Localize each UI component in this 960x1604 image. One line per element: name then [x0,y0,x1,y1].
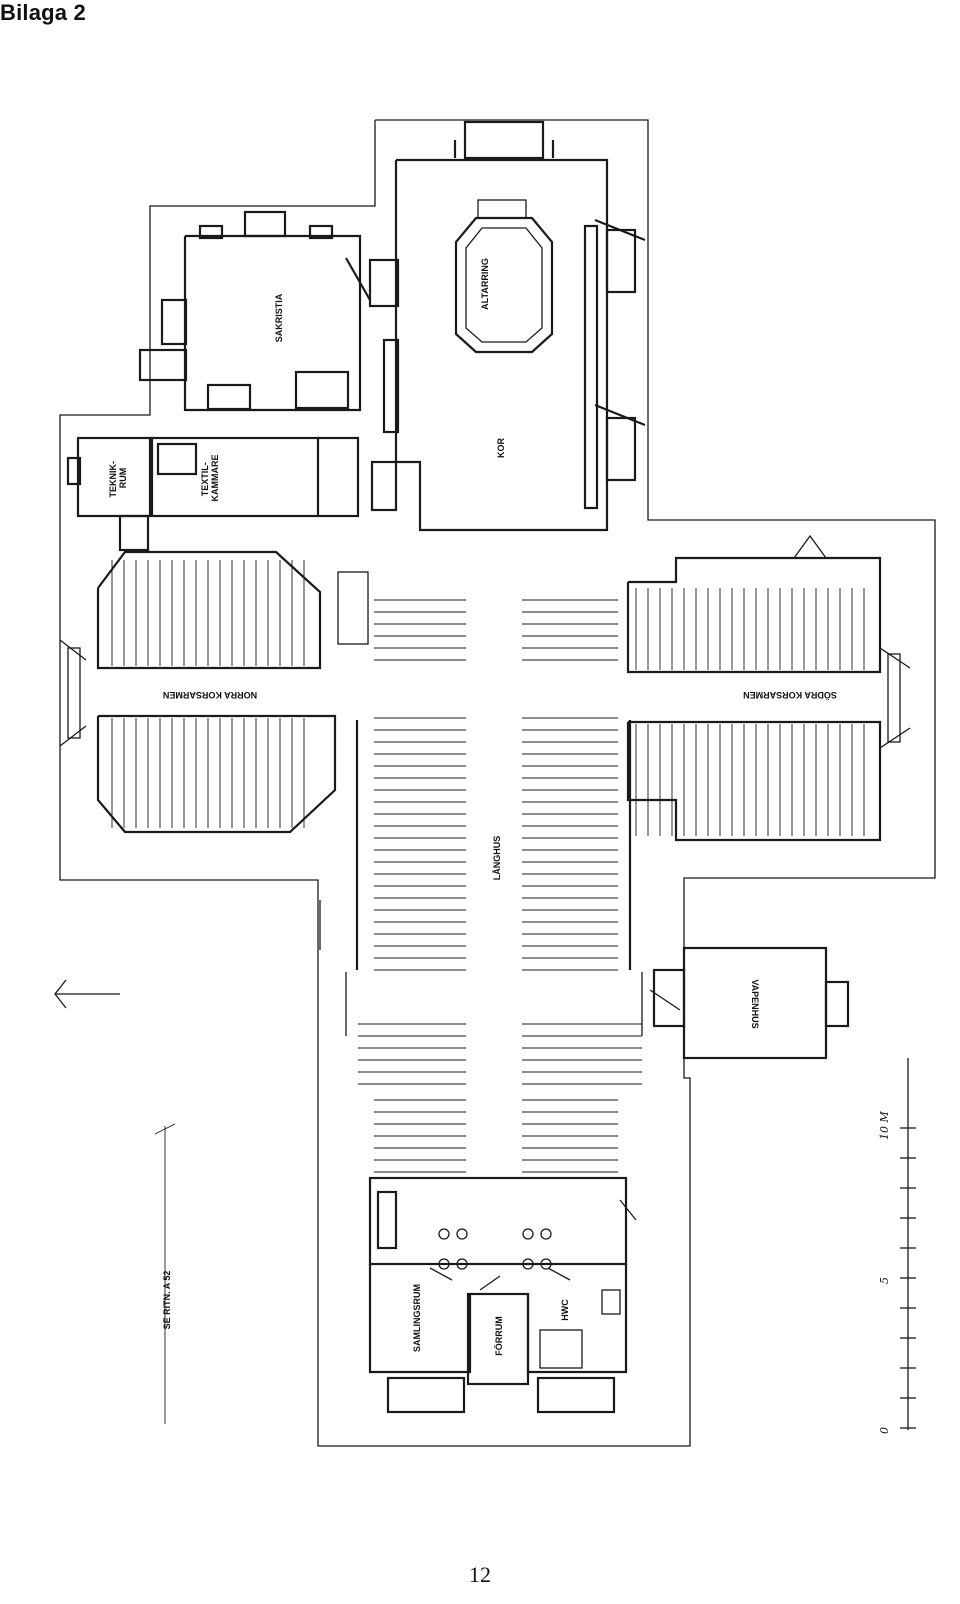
scale-bar [900,1058,916,1430]
chancel-walls [382,120,646,532]
room-label-textil-l2: KAMMARE [210,455,220,502]
room-label-altarring: ALTARRING [480,258,490,310]
page-title: Bilaga 2 [0,0,86,25]
room-label-forrum: FÖRRUM [494,1316,504,1356]
porch-walls [649,946,850,1060]
room-label-vapenhus: VAPENHUS [750,979,760,1028]
room-label-textil-l1: TEXTIL- [200,462,210,496]
nave-pews [319,599,643,1173]
scale-label-0: 0 [878,1427,891,1434]
scale-label-5: 5 [878,1277,891,1284]
sacristy-walls [138,210,400,412]
room-label-hwc: HWC [560,1299,570,1321]
room-label-sakristia: SAKRISTIA [274,293,284,342]
scale-label-10: 10 M [878,1111,891,1140]
room-label-norra-korsarmen: NORRA KORSARMEN [163,690,257,700]
altar-ring [454,199,554,354]
west-end-rooms [368,1176,637,1414]
room-label-teknikrum-l2: RUM [118,468,128,489]
page-number: 12 [469,1562,491,1587]
room-label-teknikrum: TEKNIK- RUM [108,458,128,497]
room-label-teknikrum-l1: TEKNIK- [108,461,118,498]
room-label-kor: KOR [496,438,506,459]
south-transept [626,534,911,842]
service-rooms [66,436,398,552]
north-arrow [54,979,120,1009]
room-label-textilkammare: TEXTIL- KAMMARE [200,455,220,502]
room-label-sodra-korsarmen: SÖDRA KORSARMEN [743,690,837,700]
section-ref-label: SE RITN. A 52 [162,1271,172,1330]
section-line [154,1123,176,1424]
room-label-langhus: LÅNGHUS [492,836,502,881]
room-label-samlingsrum: SAMLINGSRUM [412,1284,422,1352]
stool-circles [438,1228,552,1270]
north-transept [59,550,369,834]
